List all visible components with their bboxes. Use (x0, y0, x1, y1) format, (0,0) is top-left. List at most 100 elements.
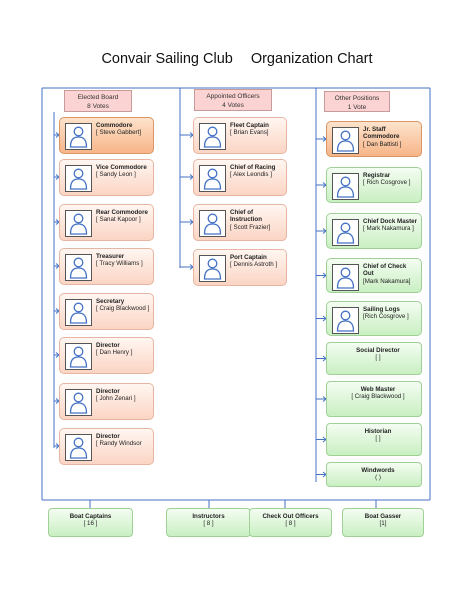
position-holder: [ Steve Gabbert] (96, 129, 142, 137)
position-title: Historian (364, 428, 392, 435)
position-title: Director (96, 433, 120, 440)
position-holder: [ Alex Leondis ] (230, 171, 272, 179)
group-header-elected: Elected Board 8 Votes (64, 90, 132, 112)
other-card: Windwords( ) (326, 462, 422, 487)
position-holder: [ Sandy Leon ] (96, 171, 136, 179)
group-header-other: Other Positions 1 Vote (324, 91, 390, 112)
position-title: Treasurer (96, 253, 125, 260)
position-title: Windwords (361, 467, 395, 474)
position-title: Sailing Logs (363, 306, 400, 313)
elected-card: Director[ Dan Henry ] (59, 337, 154, 374)
position-title: Fleet Captain (230, 122, 269, 129)
person-icon (199, 210, 226, 237)
position-holder: [ Craig Blackwood ] (96, 305, 150, 313)
position-holder: [ Dan Battisti ] (363, 140, 402, 148)
position-title: Secretary (96, 298, 125, 305)
position-holder: [ Sanat Kapoor ] (96, 216, 141, 224)
position-title: Boat Gasser (364, 513, 402, 520)
group-votes: 1 Vote (347, 104, 367, 111)
position-holder: [ Randy Windsor (96, 440, 142, 448)
position-title: Check Out Officers (262, 513, 319, 520)
person-icon (65, 299, 92, 326)
position-holder: [ 8 ] (203, 520, 214, 528)
person-icon (332, 307, 359, 334)
position-title: Jr. Staff Commodore (363, 126, 400, 141)
position-title: Instructors (192, 513, 225, 520)
other-card: Chief of Check Out[Mark Nakamura] (326, 258, 422, 293)
position-title: Chief Dock Master (363, 218, 417, 225)
other-card: Historian[ ] (326, 423, 422, 456)
group-label: Appointed Officers (206, 93, 260, 100)
position-holder: [ John Zenari ] (96, 395, 136, 403)
person-icon (65, 434, 92, 461)
position-holder: [ Mark Nakamura ] (363, 225, 414, 233)
position-holder: [ Craig Blackwood ] (351, 393, 405, 401)
elected-card: Secretary[ Craig Blackwood ] (59, 293, 154, 330)
person-icon (65, 343, 92, 370)
elected-card: Director[ Randy Windsor (59, 428, 154, 465)
position-title: Web Master (360, 386, 396, 393)
position-title: Boat Captains (69, 513, 112, 520)
bottom-group-box: Boat Gasser[1] (342, 508, 424, 537)
position-holder: [ Scott Frazier] (230, 223, 271, 231)
position-holder: [ Dan Henry ] (96, 349, 133, 357)
chart-name: Organization Chart (250, 51, 373, 67)
position-holder: [ Brian Evans] (230, 129, 269, 137)
position-holder: [ 8 ] (285, 520, 296, 528)
group-votes: 8 Votes (87, 103, 109, 110)
person-icon (65, 210, 92, 237)
position-holder: [Mark Nakamura] (363, 277, 411, 285)
position-title: Port Captain (230, 254, 267, 261)
group-label: Elected Board (77, 94, 119, 101)
person-icon (65, 123, 92, 150)
position-title: Vice Commodore (96, 164, 147, 171)
page-title: Convair Sailing Club Organization Chart (0, 51, 474, 67)
position-holder: [1] (379, 520, 387, 528)
appointed-card: Fleet Captain[ Brian Evans] (193, 117, 287, 154)
club-name: Convair Sailing Club (101, 51, 233, 67)
position-holder: [ 16 ] (83, 520, 98, 528)
position-holder: [ Dennis Astroth ] (230, 261, 278, 269)
person-icon (332, 173, 359, 200)
position-title: Registrar (363, 172, 391, 179)
position-holder: [ Rich Cosgrove ] (363, 179, 411, 187)
position-title: Chief of Racing (230, 164, 276, 171)
elected-card: Vice Commodore[ Sandy Leon ] (59, 159, 154, 196)
bottom-group-box: Check Out Officers[ 8 ] (249, 508, 332, 537)
elected-card: Rear Commodore[ Sanat Kapoor ] (59, 204, 154, 241)
other-card: Sailing Logs[Rich Cosgrove ] (326, 301, 422, 336)
position-holder: [ ] (375, 354, 381, 362)
person-icon (332, 127, 359, 154)
bottom-group-box: Boat Captains[ 16 ] (48, 508, 133, 537)
other-card: Web Master[ Craig Blackwood ] (326, 381, 422, 417)
other-card: Registrar[ Rich Cosgrove ] (326, 167, 422, 203)
group-header-appointed: Appointed Officers 4 Votes (194, 89, 272, 111)
other-card: Chief Dock Master[ Mark Nakamura ] (326, 213, 422, 249)
person-icon (199, 255, 226, 282)
person-icon (199, 165, 226, 192)
position-title: Rear Commodore (96, 209, 148, 216)
position-holder: [ Tracy Williams ] (96, 260, 143, 268)
person-icon (65, 165, 92, 192)
elected-card: Director[ John Zenari ] (59, 383, 154, 420)
group-label: Other Positions (334, 95, 380, 102)
other-card: Social Director[ ] (326, 342, 422, 375)
person-icon (65, 389, 92, 416)
position-title: Commodore (96, 122, 133, 129)
position-holder: [Rich Cosgrove ] (363, 313, 409, 321)
person-icon (65, 254, 92, 281)
appointed-card: Chief of Racing[ Alex Leondis ] (193, 159, 287, 196)
person-icon (199, 123, 226, 150)
bottom-group-box: Instructors[ 8 ] (166, 508, 251, 537)
elected-card: Treasurer[ Tracy Williams ] (59, 248, 154, 285)
position-holder: [ ] (375, 435, 381, 443)
other-card: Jr. Staff Commodore[ Dan Battisti ] (326, 121, 422, 157)
position-title: Director (96, 388, 120, 395)
person-icon (332, 264, 359, 291)
commodore-card: Commodore[ Steve Gabbert] (59, 117, 154, 154)
position-title: Social Director (356, 347, 400, 354)
position-title: Director (96, 342, 120, 349)
position-holder: ( ) (375, 474, 381, 482)
position-title: Chief of Check Out (363, 263, 407, 278)
appointed-card: Port Captain[ Dennis Astroth ] (193, 249, 287, 286)
